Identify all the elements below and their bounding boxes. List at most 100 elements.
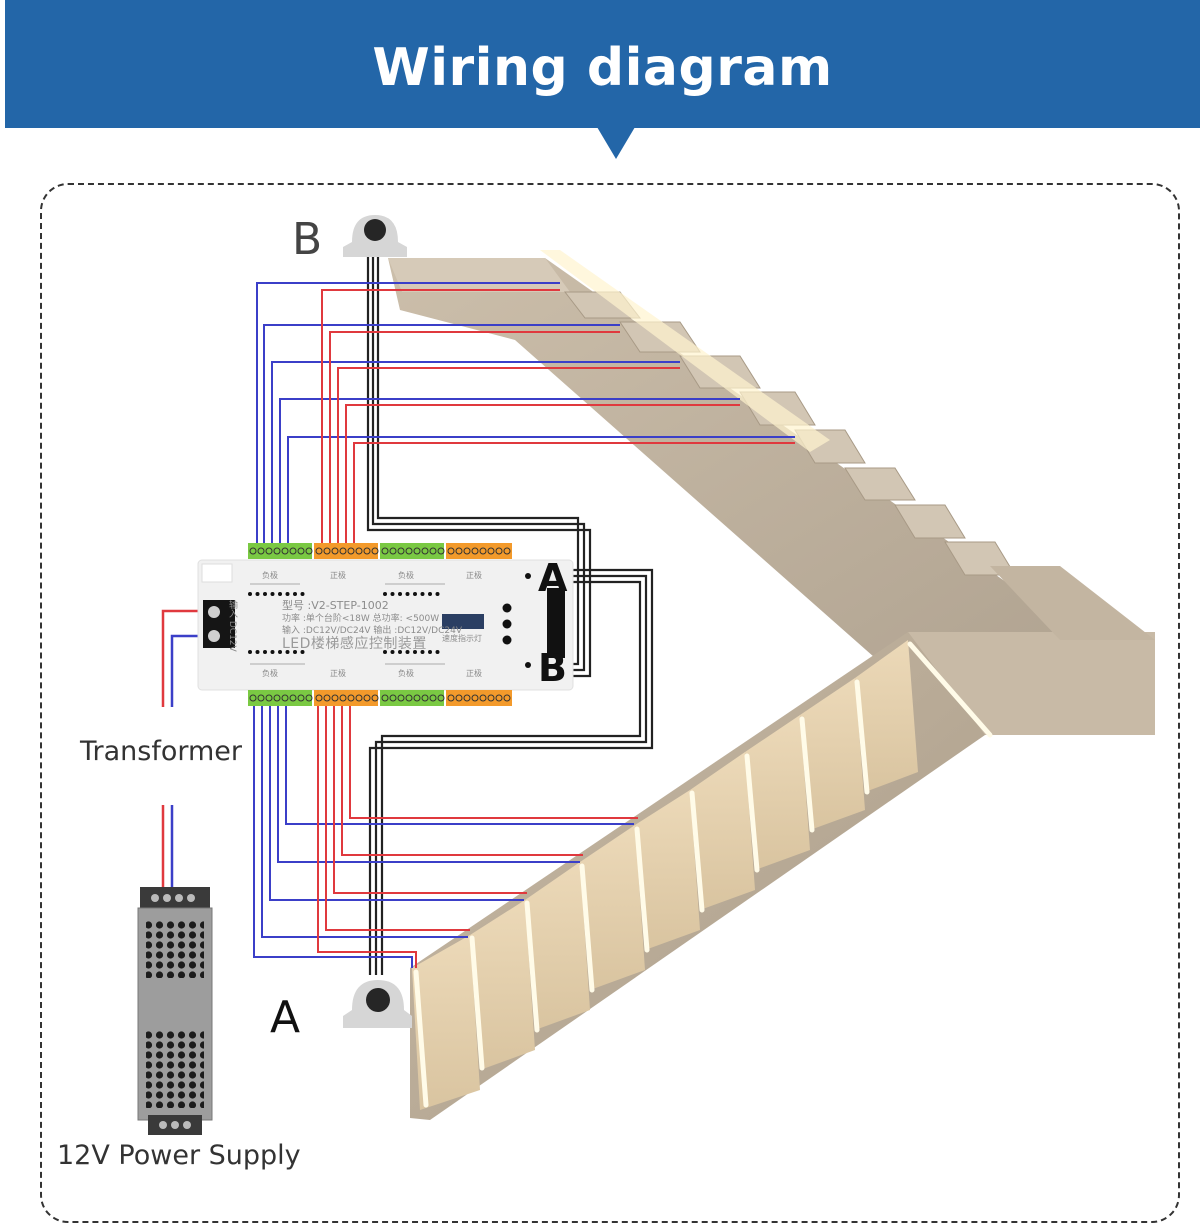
sensor-a-label: A <box>270 992 301 1043</box>
terminal-screw <box>487 694 495 702</box>
top-terminal-label-4: 正极 <box>466 571 482 580</box>
led-dot <box>248 592 252 596</box>
led-dot <box>413 650 417 654</box>
terminal-screw <box>257 547 265 555</box>
sensor-b-top <box>343 215 407 257</box>
terminal-screw <box>479 547 487 555</box>
led-dot <box>398 592 402 596</box>
transformer-label: Transformer <box>80 736 243 767</box>
terminal-screw <box>315 694 323 702</box>
terminal-screw <box>355 694 363 702</box>
lower-step-treads <box>412 640 918 1110</box>
terminal-screw <box>463 694 471 702</box>
terminal-screw <box>479 694 487 702</box>
terminal-screw <box>397 694 405 702</box>
led-dot <box>435 650 440 654</box>
terminal-screw <box>323 547 331 555</box>
terminal-screw <box>249 694 257 702</box>
speed-indicator-display <box>442 614 484 629</box>
page-title: Wiring diagram <box>372 38 833 98</box>
terminal-screw <box>363 694 371 702</box>
terminal-screw <box>257 694 265 702</box>
speed-indicator-label: 速度指示灯 <box>442 634 482 643</box>
sensor-port-b-label: B <box>538 646 567 690</box>
top-terminal-label-3: 负极 <box>398 571 414 580</box>
led-dot <box>420 592 425 596</box>
led-dot <box>383 592 387 596</box>
terminal-screw <box>265 547 273 555</box>
terminal-screw <box>389 547 397 555</box>
terminal-screw <box>331 547 339 555</box>
led-dot <box>300 592 305 596</box>
bottom-terminal-positive-2 <box>446 690 512 706</box>
bottom-terminal-label-1: 负极 <box>262 669 278 678</box>
controller-model: 型号 :V2-STEP-1002 <box>282 599 389 612</box>
terminal-screw <box>289 694 297 702</box>
terminal-screw <box>487 547 495 555</box>
bottom-terminal-label-2: 正极 <box>330 669 346 678</box>
led-dot <box>435 592 440 596</box>
terminal-screw <box>413 694 421 702</box>
controller-name: LED楼梯感应控制装置 <box>282 636 427 652</box>
header-pointer-arrow <box>597 127 635 159</box>
terminal-screw <box>339 547 347 555</box>
header-banner: Wiring diagram <box>5 0 1200 128</box>
led-dot <box>248 650 252 654</box>
terminal-screw <box>413 547 421 555</box>
bottom-terminal-label-4: 正极 <box>466 669 482 678</box>
led-dot <box>293 592 297 596</box>
terminal-screw <box>347 547 355 555</box>
led-dot <box>405 592 410 596</box>
terminal-screw <box>249 547 257 555</box>
terminal-screw <box>495 547 503 555</box>
terminal-screw <box>471 694 479 702</box>
sensor-b-label: B <box>292 214 323 265</box>
terminal-screw <box>437 547 445 555</box>
terminal-screw <box>281 694 289 702</box>
terminal-screw <box>455 547 463 555</box>
led-dot <box>285 650 290 654</box>
terminal-screw <box>331 694 339 702</box>
terminal-screw <box>371 694 379 702</box>
terminal-screw <box>455 694 463 702</box>
terminal-screw <box>397 547 405 555</box>
controller-power-rating: 功率 :单个台阶<18W 总功率: <500W <box>282 614 440 624</box>
led-dot <box>263 650 267 654</box>
led-dot <box>270 650 275 654</box>
led-dot <box>285 592 290 596</box>
terminal-screw <box>273 547 281 555</box>
terminal-screw <box>339 694 347 702</box>
terminal-screw <box>355 547 363 555</box>
controller-input-label: 输入 DC12V <box>227 600 237 652</box>
terminal-screw <box>363 547 371 555</box>
terminal-screw <box>305 694 313 702</box>
terminal-screw <box>405 547 413 555</box>
bottom-terminal-label-3: 负极 <box>398 669 414 678</box>
top-terminal-positive-2 <box>446 543 512 559</box>
terminal-screw <box>265 694 273 702</box>
terminal-screw <box>463 547 471 555</box>
input-terminal-block <box>203 600 235 648</box>
controller-io-rating: 输入 :DC12V/DC24V 输出 :DC12V/DC24V <box>282 626 463 636</box>
led-dot <box>398 650 402 654</box>
led-dot <box>255 650 260 654</box>
terminal-screw <box>503 547 511 555</box>
led-dot <box>390 650 395 654</box>
terminal-screw <box>421 694 429 702</box>
power-supply-unit <box>137 887 213 1135</box>
terminal-screw <box>447 694 455 702</box>
led-dot <box>300 650 305 654</box>
top-terminal-label-1: 负极 <box>262 571 278 580</box>
terminal-screw <box>495 694 503 702</box>
sensor-a-bottom <box>343 980 412 1028</box>
terminal-screw <box>471 547 479 555</box>
terminal-screw <box>347 694 355 702</box>
terminal-screw <box>437 694 445 702</box>
led-dot <box>405 650 410 654</box>
lower-led-strips <box>413 641 993 1108</box>
upper-step-wires <box>256 282 795 545</box>
terminal-screw <box>447 547 455 555</box>
top-landing <box>388 258 570 292</box>
sensor-wires <box>366 255 654 975</box>
